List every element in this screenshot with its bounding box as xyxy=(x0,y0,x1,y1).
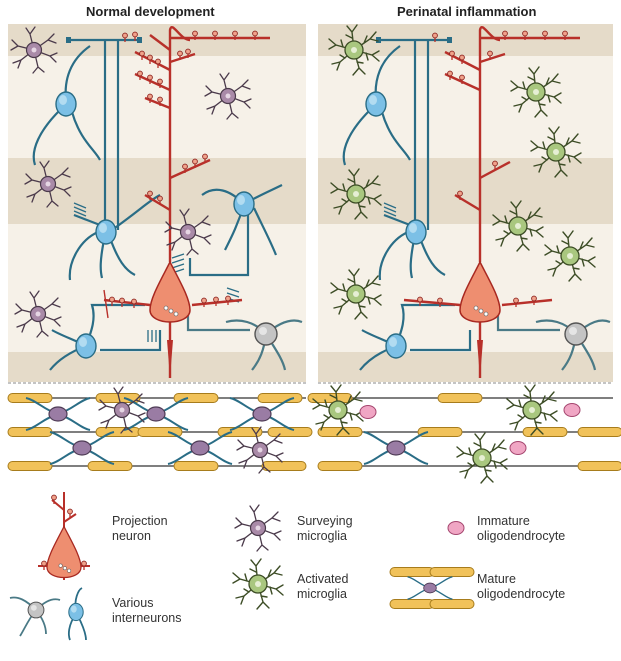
legend-label-mature-oligodendrocyte: Mature oligodendrocyte xyxy=(477,572,566,601)
legend-immature-oligodendrocyte-icon xyxy=(447,521,465,535)
legend-label-surveying-microglia: Surveying microglia xyxy=(297,514,353,543)
legend-projection-neuron-icon xyxy=(38,492,90,580)
right-circuit xyxy=(328,24,611,378)
right-panel-title: Perinatal inflammation xyxy=(397,4,537,19)
legend-activated-microglia-icon xyxy=(232,558,284,610)
legend-label-activated-microglia: Activated microglia xyxy=(297,572,349,601)
legend-interneurons-icon xyxy=(9,587,87,641)
legend-label-interneurons: Various interneurons xyxy=(112,596,182,625)
legend-label-projection-neuron: Projection neuron xyxy=(112,514,168,543)
left-circuit xyxy=(10,26,303,378)
legend-mature-oligodendrocyte-icon xyxy=(389,567,475,609)
legend-surveying-microglia-icon xyxy=(234,504,282,552)
legend-label-immature-oligodendrocyte: Immature oligodendrocyte xyxy=(477,514,566,543)
left-panel-title: Normal development xyxy=(86,4,215,19)
left-white-matter xyxy=(7,384,313,480)
right-white-matter xyxy=(307,384,621,484)
